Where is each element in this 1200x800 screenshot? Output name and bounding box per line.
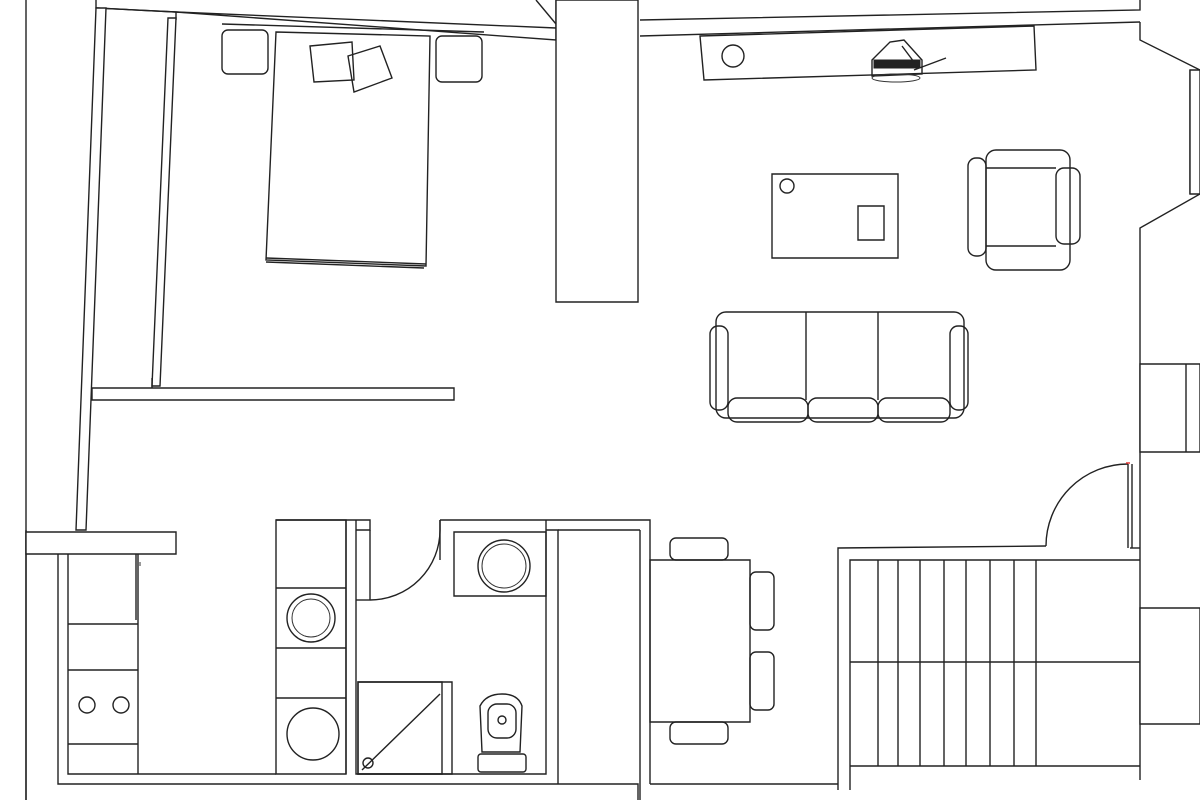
right-window-lower [1140, 364, 1200, 452]
tv-console [700, 26, 1036, 80]
pillow [310, 42, 354, 82]
stairwell [838, 463, 1140, 790]
table-cup [780, 179, 794, 193]
living-room [650, 26, 1080, 744]
coffee-table [772, 174, 898, 258]
dining-chair [750, 572, 774, 630]
interior-walls [26, 0, 1200, 800]
sofa [710, 312, 968, 422]
slanted-wall-bedroom [152, 18, 176, 386]
dining-chair [670, 538, 728, 560]
bedroom [222, 24, 484, 268]
structural-column [556, 0, 638, 302]
dining-set [650, 538, 774, 744]
shower-drain [363, 758, 373, 768]
entry-door [1046, 464, 1128, 546]
kitchen-top-wall [26, 532, 176, 554]
stove-burner [79, 697, 95, 713]
bathroom [358, 520, 546, 774]
table-book [858, 206, 884, 240]
tv [872, 40, 946, 82]
right-window-bottom [1140, 608, 1200, 724]
dryer [287, 708, 339, 760]
sofa-cushion [878, 398, 950, 422]
laundry [276, 520, 346, 774]
pillow [348, 46, 392, 92]
toilet [478, 694, 526, 772]
bedroom-wall [92, 388, 454, 400]
dining-table [650, 560, 750, 722]
dining-chair [750, 652, 774, 710]
right-window-upper [1190, 70, 1200, 194]
bed [266, 32, 430, 266]
sink-cabinet [454, 532, 546, 596]
bathroom-door [370, 530, 440, 600]
speaker [722, 45, 744, 67]
nightstand-left [222, 30, 268, 74]
dining-chair [670, 722, 728, 744]
sink [478, 540, 530, 592]
nightstand-right [436, 36, 482, 82]
stove-burner [113, 697, 129, 713]
exterior-walls [26, 0, 1140, 800]
slanted-wall-left [76, 8, 106, 530]
washing-machine [287, 594, 335, 642]
kitchen [68, 554, 140, 774]
armchair [968, 150, 1080, 270]
